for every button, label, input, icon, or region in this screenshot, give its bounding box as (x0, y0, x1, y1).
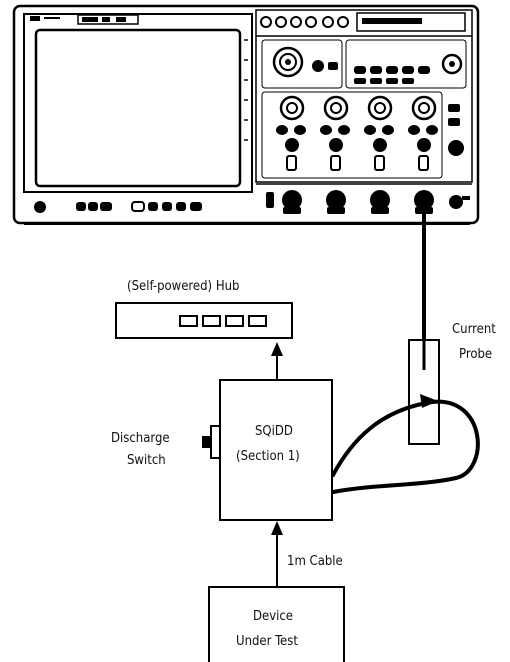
sqidd-label-line2: (Section 1) (236, 449, 300, 464)
discharge-label-line1: Discharge (111, 431, 170, 446)
knob-icon (279, 95, 437, 121)
sqidd-box (219, 379, 333, 521)
cable-label: 1m Cable (287, 554, 343, 569)
usb-cable-loop (331, 399, 480, 494)
discharge-switch-icon (202, 425, 221, 459)
device-under-test-box (208, 586, 345, 662)
oscilloscope-display (23, 13, 253, 193)
discharge-label-line2: Switch (127, 453, 166, 468)
cable-arrow (271, 521, 283, 587)
hub-connection-arrow (271, 342, 283, 380)
channel-inputs (266, 190, 470, 214)
sqidd-label-line1: SQiDD (255, 424, 293, 439)
oscilloscope-control-panel (255, 9, 473, 214)
device-label-line2: Under Test (236, 634, 298, 649)
current-probe-label-line1: Current (452, 322, 496, 337)
usb-port-icon (179, 315, 267, 327)
soft-buttons-row (34, 201, 202, 213)
hub-icon (115, 302, 293, 339)
oscilloscope-icon (12, 4, 480, 225)
device-label-line1: Device (253, 609, 293, 624)
loop-direction-arrow (420, 394, 438, 408)
current-probe-label-line2: Probe (459, 347, 492, 362)
current-probe-icon (408, 339, 440, 445)
hub-label: (Self-powered) Hub (127, 279, 239, 294)
